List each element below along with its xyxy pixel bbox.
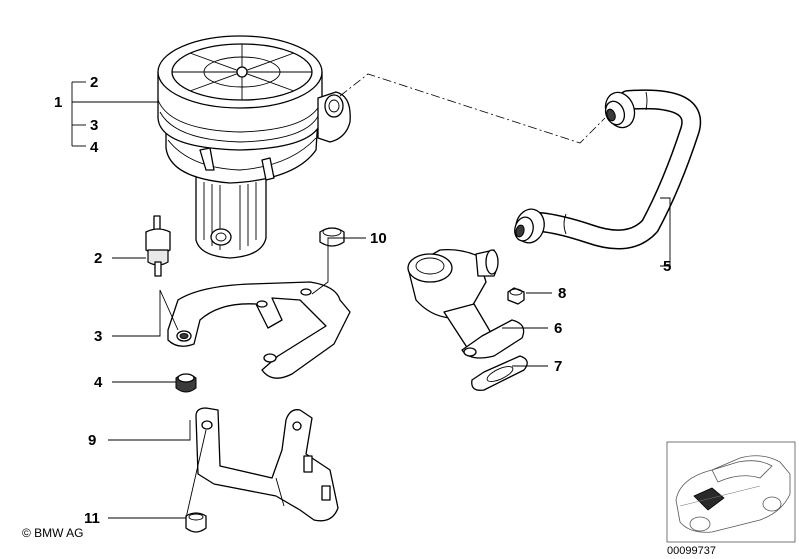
gasket [471, 355, 528, 391]
callout-3: 3 [94, 328, 102, 345]
rubber-mount [145, 215, 171, 277]
callout-2: 2 [94, 250, 102, 267]
callout-numbers: 1 2 3 4 2 3 4 9 11 10 5 8 6 7 [54, 74, 671, 527]
callout-6: 6 [554, 320, 562, 337]
leader-lines [71, 81, 671, 519]
callout-3-top: 3 [90, 117, 98, 134]
bracket-9 [195, 407, 339, 522]
flange-nut-11 [185, 512, 207, 533]
bracket-3 [167, 281, 351, 379]
callout-5: 5 [663, 258, 671, 275]
copyright-label: © BMW AG [22, 526, 84, 540]
vehicle-thumbnail [666, 441, 796, 543]
callout-4: 4 [94, 374, 103, 391]
document-number: 00099737 [667, 545, 716, 557]
callout-7: 7 [554, 358, 562, 375]
callout-8: 8 [558, 285, 566, 302]
connection-line [339, 73, 606, 144]
air-hose [514, 89, 702, 250]
callout-10: 10 [370, 230, 387, 247]
check-valve [407, 248, 525, 359]
secondary-air-pump [157, 35, 351, 259]
hex-nut-8 [507, 287, 525, 305]
flange-nut-4 [175, 373, 197, 393]
callout-2-top: 2 [90, 74, 98, 91]
flange-nut-10 [319, 227, 345, 247]
callout-11: 11 [84, 510, 100, 527]
callout-9: 9 [88, 432, 96, 449]
callout-1: 1 [54, 94, 62, 111]
callout-4-top: 4 [90, 139, 99, 156]
